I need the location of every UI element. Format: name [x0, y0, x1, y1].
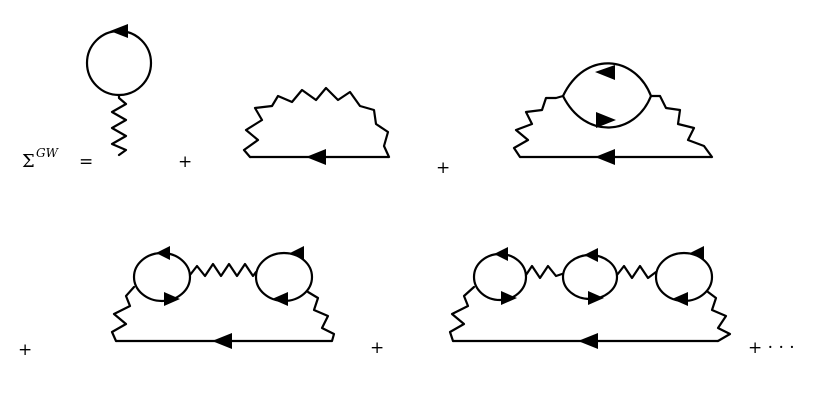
- bubble-2-upper-arrow: [290, 246, 304, 260]
- bubble-lower-arc: [562, 95, 653, 129]
- bubble-1-upper-arrow: [156, 246, 170, 260]
- interaction-wavy-line: [110, 93, 128, 157]
- bubble-2-upper-arrow: [584, 248, 598, 262]
- propagator-arrow: [595, 149, 615, 165]
- bubble-3-lower-arrow: [672, 292, 688, 306]
- interaction-wavy-line: [242, 86, 391, 159]
- diagram-three-bubbles: [448, 246, 732, 349]
- bubble-2-lower-arrow: [272, 292, 288, 306]
- middle-wavy-line-1: [524, 264, 564, 280]
- propagator-arrow: [212, 333, 232, 349]
- equals-sign: =: [79, 152, 93, 172]
- bubble-upper-arrow: [595, 65, 615, 80]
- left-wavy-line: [448, 285, 476, 343]
- plus-sign-1: +: [178, 152, 192, 172]
- right-wavy-line: [649, 94, 714, 159]
- right-wavy-line: [706, 290, 732, 343]
- bubble-lower-arrow: [596, 112, 616, 128]
- propagator-arrow: [306, 149, 326, 165]
- sigma-symbol: Σ: [22, 151, 35, 172]
- diagram-tadpole: [85, 24, 153, 157]
- diagram-one-bubble: [512, 62, 714, 165]
- loop-arrow: [110, 24, 128, 38]
- left-wavy-line: [512, 94, 565, 159]
- plus-sign-4: +: [370, 338, 384, 358]
- left-wavy-line: [110, 285, 136, 343]
- bubble-upper-arc: [562, 62, 653, 97]
- bubble-1-lower-arrow: [501, 291, 517, 305]
- plus-sign-3: +: [18, 340, 32, 360]
- bubble-1: [472, 252, 528, 302]
- bubble-1: [132, 251, 192, 303]
- middle-wavy-line-2: [615, 264, 658, 280]
- bubble-2-lower-arrow: [588, 291, 604, 305]
- right-wavy-line: [306, 290, 336, 343]
- ellipsis-continuation: + · · ·: [748, 338, 795, 358]
- diagram-two-bubbles: [110, 246, 336, 349]
- diagram-exchange: [242, 86, 391, 165]
- bubble-3-upper-arrow: [690, 246, 704, 260]
- sigma-superscript: GW: [36, 146, 60, 160]
- plus-sign-2: +: [436, 158, 450, 178]
- bubble-1-lower-arrow: [164, 292, 180, 306]
- middle-wavy-line: [188, 262, 258, 278]
- fermion-loop: [85, 29, 153, 97]
- propagator-arrow: [578, 333, 598, 349]
- bubble-1-upper-arrow: [494, 247, 508, 261]
